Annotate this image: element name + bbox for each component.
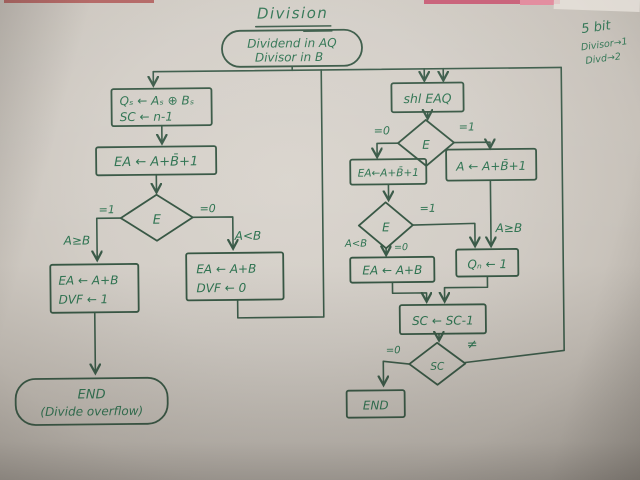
a-ge-b-right-label: A≥B [495, 221, 523, 235]
trunk-line [152, 66, 563, 73]
end-overflow-oval-shape [14, 376, 169, 426]
sub-ea-box-shape [349, 158, 428, 186]
e1-diamond-shape [119, 193, 194, 242]
e3-true-branch [412, 222, 475, 246]
note-bits: 5 bit [580, 18, 612, 37]
restore-ok-loopback [236, 69, 325, 319]
page-title: Division [257, 4, 329, 23]
init-line2: SC ← n-1 [120, 110, 173, 125]
sctest-nonzero-loop [464, 66, 565, 364]
restore-overflow-line1: EA ← A+B [58, 273, 118, 288]
restore-ok-node: EA ← A+B DVF ← 0 [185, 251, 285, 302]
restore-loop-label: EA ← A+B [362, 263, 422, 278]
e1-true-branch [97, 217, 122, 259]
e1-label: E [153, 213, 162, 228]
restore-loop-box-shape [349, 255, 436, 284]
a-ge-b-label: A≥B [63, 233, 91, 247]
sub-a-label: A ← A+B̄+1 [455, 159, 526, 174]
shl-label: shl EAQ [403, 91, 451, 107]
dec-sc-box-shape [398, 303, 487, 336]
table-edge-red-strip [4, 0, 154, 3]
sub-a-box-shape [445, 147, 538, 182]
e2-false-branch [377, 142, 399, 156]
sub-a-node: A ← A+B̄+1 [445, 147, 538, 182]
e1-decision: E =1 =0 A≥B A<B [63, 193, 262, 248]
restore-overflow-line2: DVF ← 1 [59, 292, 109, 307]
e3-false-label: =0 [394, 242, 408, 253]
dec-sc-label: SC ← SC-1 [412, 313, 474, 328]
start-line2: Divisor in B [255, 50, 323, 65]
restore-overflow-node: EA ← A+B DVF ← 1 [49, 263, 140, 314]
restore-ok-box-shape [185, 251, 285, 302]
e1-false-branch [191, 216, 233, 248]
subtract-box-shape [95, 145, 218, 177]
note-dividend: Divd→2 [585, 51, 622, 67]
e2-decision: E =0 =1 [374, 118, 475, 167]
e3-true-label: =1 [419, 202, 435, 215]
corner-notes: 5 bit Divisor→1 Divd→2 [580, 18, 628, 67]
subtract-label: EA ← A+B̄+1 [114, 154, 198, 170]
shl-node: shl EAQ [390, 81, 465, 114]
end-loop-box-shape [345, 389, 406, 419]
e2-true-branch [453, 142, 490, 147]
sc-test-decision: SC =0 ≠ [386, 337, 478, 386]
sub-ea-label: EA←A+B̄+1 [358, 166, 419, 180]
table-edge-pink-strip-bright [520, 0, 554, 5]
qn-to-sc [444, 275, 489, 300]
e3-a-lt-b-label: A<B [344, 239, 367, 250]
shl-box-shape [390, 81, 465, 114]
e1-false-label: =0 [199, 202, 215, 215]
dec-sc-node: SC ← SC-1 [398, 303, 487, 336]
a-lt-b-label: A<B [234, 229, 262, 243]
e3-diamond-shape [357, 201, 414, 250]
e1-true-label: =1 [98, 203, 114, 216]
note-divisor: Divisor→1 [580, 36, 628, 53]
set-qn-node: Qₙ ← 1 [455, 248, 520, 278]
sc-zero-label: =0 [386, 345, 401, 356]
end-overflow-node: END (Divide overflow) [14, 376, 169, 426]
title-underline [254, 25, 332, 28]
restore-loop-node: EA ← A+B [349, 255, 436, 284]
e2-false-label: =0 [374, 124, 390, 137]
start-line1: Dividend in AQ [247, 36, 337, 51]
e2-true-label: =1 [459, 120, 475, 133]
e2-label: E [422, 138, 430, 152]
restore-overflow-box-shape [49, 263, 140, 314]
overflow-to-end [95, 312, 96, 372]
set-qn-label: Qₙ ← 1 [467, 257, 507, 271]
init-box-shape [110, 87, 213, 128]
sctest-zero-branch [383, 360, 411, 384]
end-loop-label: END [363, 398, 389, 412]
e3-decision: E =1 A<B =0 A≥B [344, 201, 523, 253]
sc-test-diamond-shape [408, 341, 467, 386]
set-qn-box-shape [455, 248, 520, 278]
restoreloop-to-sc [391, 281, 426, 301]
init-line1: Qₛ ← Aₛ ⊕ Bₛ [119, 93, 194, 108]
restore-ok-line2: DVF ← 0 [196, 281, 246, 296]
restore-ok-line1: EA ← A+B [196, 262, 256, 277]
flow-connectors [92, 65, 565, 387]
e3-label: E [382, 220, 390, 234]
start-oval-shape [221, 28, 363, 68]
end-overflow-line1: END [78, 387, 106, 402]
sc-nonzero-label: ≠ [467, 337, 478, 352]
init-node: Qₛ ← Aₛ ⊕ Bₛ SC ← n-1 [110, 87, 213, 128]
end-loop-node: END [345, 389, 406, 419]
end-overflow-line2: (Divide overflow) [40, 404, 143, 419]
suba-to-qn [490, 180, 491, 245]
start-node: Dividend in AQ Divisor in B [221, 28, 363, 68]
sub-ea-node: EA←A+B̄+1 [349, 158, 428, 186]
subtract-node: EA ← A+B̄+1 [95, 145, 218, 177]
table-edge-pink-strip [424, 0, 560, 4]
sc-test-label: SC [430, 361, 445, 373]
